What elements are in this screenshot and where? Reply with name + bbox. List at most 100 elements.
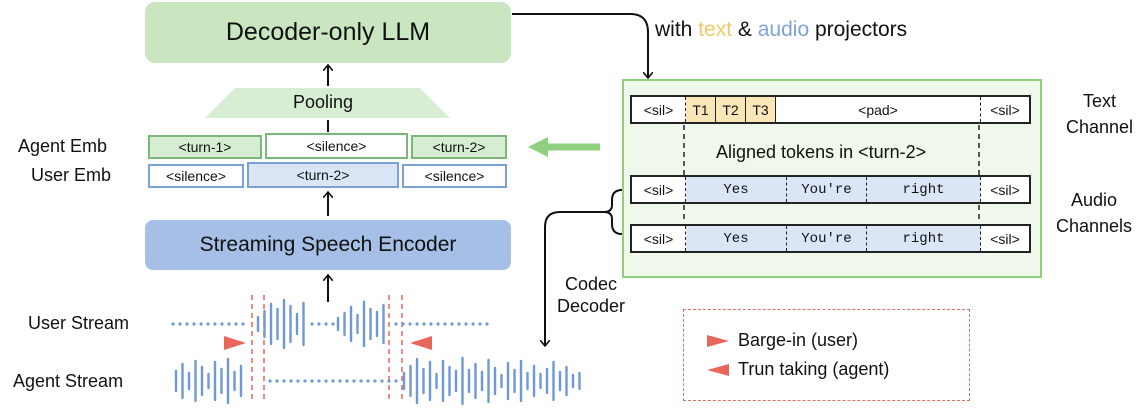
wave-dot [310, 322, 314, 326]
user-token-silence-1: <silence> [148, 164, 244, 188]
wave-dot [331, 322, 335, 326]
audio-channel-row-1: <sil> Yes You're right <sil> [630, 175, 1031, 204]
wave-dot [275, 379, 279, 383]
audio2-sil-left: <sil> [632, 226, 686, 251]
pooling-trapezoid [205, 88, 450, 118]
wave-dot [227, 322, 231, 326]
codec-brace [603, 189, 623, 235]
text-sil-right: <sil> [990, 101, 1020, 118]
arrow-codec-to-stream [545, 211, 604, 345]
wave-dot [485, 322, 489, 326]
wave-dot [296, 379, 300, 383]
legend-barge-in: Barge-in (user) [738, 330, 859, 350]
turn-taking-marker [410, 336, 432, 350]
legend-box [683, 309, 970, 401]
legend-barge-in-icon [707, 335, 729, 347]
pooling-label: Pooling [293, 92, 354, 112]
wave-dot [199, 322, 203, 326]
wave-dot [359, 379, 363, 383]
wave-dot [352, 379, 356, 383]
user-token-turn-2: <turn-2> [247, 162, 399, 188]
audio1-right: right [867, 177, 981, 202]
text-channel-row: <sil> T1 T2 T3 <pad> <sil> [630, 95, 1031, 124]
audio-channel-row-2: <sil> Yes You're right <sil> [630, 224, 1031, 253]
wave-dot [171, 322, 175, 326]
encoder-title: Streaming Speech Encoder [199, 233, 457, 256]
wave-dot [478, 322, 482, 326]
wave-dot [387, 379, 391, 383]
text-token-t2: T2 [716, 97, 746, 122]
barge-in-marker [224, 336, 246, 350]
agent-emb-label: Agent Emb [18, 136, 108, 156]
agent-token-turn-2: <turn-2> [411, 135, 507, 159]
codec-line-2: Decoder [557, 296, 626, 316]
panel-guides [683, 125, 980, 223]
text-token-t3: T3 [746, 97, 776, 122]
wave-dot [373, 379, 377, 383]
legend-turn-taking: Trun taking (agent) [738, 359, 890, 379]
wave-dot [324, 379, 328, 383]
wave-dot [317, 379, 321, 383]
wave-dot [234, 322, 238, 326]
arrow-llm-to-panel [512, 13, 648, 77]
wave-dot [457, 322, 461, 326]
green-arrow-head [528, 137, 548, 157]
wave-dot [443, 322, 447, 326]
llm-title: Decoder-only LLM [225, 18, 431, 46]
aligned-tokens-caption: Aligned tokens in <turn-2> [716, 142, 927, 162]
wave-dot [310, 379, 314, 383]
audio2-yes: Yes [686, 226, 787, 251]
text-token-t1: T1 [686, 97, 716, 122]
text-channel-label-1: Text [1083, 91, 1117, 111]
text-sil-left: <sil> [632, 97, 686, 122]
codec-line-1: Codec [565, 274, 618, 294]
legend-turn-taking-icon [707, 364, 729, 376]
audio1-sil-left: <sil> [632, 177, 686, 202]
wave-dot [303, 379, 307, 383]
wave-dot [401, 322, 405, 326]
wave-dot [471, 322, 475, 326]
audio-channels-label-2: Channels [1056, 216, 1133, 236]
text-channel-label: Text Channel [1066, 88, 1133, 140]
wave-dot [192, 322, 196, 326]
text-channel-label-2: Channel [1066, 117, 1134, 137]
user-token-silence-2: <silence> [402, 164, 507, 188]
codec-decoder-label: Codec Decoder [557, 273, 625, 317]
wave-dot [338, 379, 342, 383]
streaming-speech-encoder-box: Streaming Speech Encoder [145, 220, 511, 270]
user-stream-label: User Stream [28, 313, 130, 333]
agent-stream-label: Agent Stream [13, 371, 124, 391]
projectors-text-word: text [698, 18, 733, 41]
wave-dot [185, 322, 189, 326]
audio1-sil-right: <sil> [990, 181, 1020, 198]
text-tokens-group: T1 T2 T3 [686, 97, 776, 122]
audio2-sil-right: <sil> [990, 230, 1020, 247]
text-pad: <pad> [776, 97, 981, 122]
waveforms [171, 298, 581, 406]
projectors-mid: & [732, 18, 758, 41]
wave-dot [268, 379, 272, 383]
wave-dot [450, 322, 454, 326]
wave-dot [220, 322, 224, 326]
agent-token-silence: <silence> [265, 133, 408, 159]
wave-dot [366, 379, 370, 383]
projectors-audio-word: audio [757, 18, 810, 41]
audio-channels-label: Audio Channels [1056, 187, 1132, 239]
wave-dot [408, 322, 412, 326]
agent-token-turn-1: <turn-1> [148, 135, 262, 159]
projectors-suffix: projectors [809, 18, 908, 41]
audio-channels-label-1: Audio [1071, 190, 1118, 210]
wave-dot [394, 379, 398, 383]
wave-dot [289, 379, 293, 383]
wave-dot [429, 322, 433, 326]
wave-dot [178, 322, 182, 326]
wave-dot [324, 322, 328, 326]
wave-dot [394, 322, 398, 326]
projectors-prefix: with [655, 18, 699, 41]
wave-dot [436, 322, 440, 326]
wave-dot [317, 322, 321, 326]
user-emb-label: User Emb [31, 165, 112, 185]
audio1-youre: You're [787, 177, 867, 202]
wave-dot [206, 322, 210, 326]
